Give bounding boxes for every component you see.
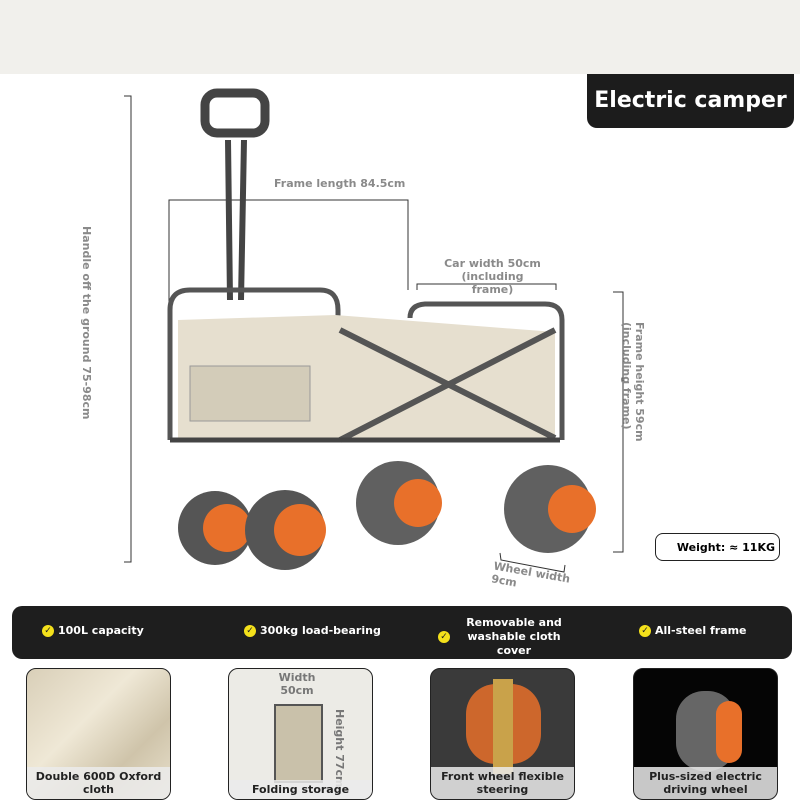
card-folding-storage: Width 50cm Height 77cm Folding storage [228, 668, 373, 800]
check-icon: ✓ [639, 624, 651, 637]
wheel-hub-image [716, 701, 742, 763]
bearing-image [493, 679, 513, 774]
page-title: Electric camper [587, 74, 794, 128]
folded-wagon-image [274, 704, 323, 783]
feature-item: ✓ 300kg load-bearing [244, 624, 381, 637]
feature-item: ✓ All-steel frame [639, 624, 747, 637]
wheel [356, 461, 442, 545]
car-width-label: Car width 50cm (including frame) [440, 257, 545, 296]
feature-item: ✓ Removable and washable cloth cover [438, 616, 574, 658]
feature-label: 100L capacity [58, 624, 144, 637]
features-band: ✓ 100L capacity ✓ 300kg load-bearing ✓ Remo… [12, 606, 792, 659]
weight-badge: Weight: ≈ 11KG [655, 533, 780, 561]
wheel [245, 490, 326, 570]
card-caption: Front wheel flexible steering [431, 767, 574, 799]
dimension-lines [124, 95, 624, 573]
frame-height-label: Frame height 59cm (including frame) [620, 322, 646, 442]
feature-label: 300kg load-bearing [260, 624, 381, 637]
wheel [504, 465, 596, 553]
feature-label: Removable and washable cloth cover [466, 616, 562, 657]
handle-height-label: Handle off the ground 75-98cm [80, 226, 93, 420]
card-driving-wheel: Plus-sized electric driving wheel [633, 668, 778, 800]
frame-length-label: Frame length 84.5cm [274, 177, 406, 190]
card-caption: Plus-sized electric driving wheel [634, 767, 777, 799]
car-width-line2: (including frame) [461, 270, 524, 296]
top-banner [0, 0, 800, 74]
feature-label: All-steel frame [655, 624, 747, 637]
folded-width-label: Width 50cm [278, 671, 316, 697]
car-width-line1: Car width 50cm [444, 257, 541, 270]
wheel [178, 491, 252, 565]
check-icon: ✓ [42, 624, 54, 637]
check-icon: ✓ [244, 624, 256, 637]
check-icon: ✓ [438, 631, 450, 643]
card-front-wheel: Front wheel flexible steering [430, 668, 575, 800]
feature-item: ✓ 100L capacity [42, 624, 144, 637]
folded-height-label: Height 77cm [333, 709, 346, 788]
card-oxford-cloth: Double 600D Oxford cloth [26, 668, 171, 800]
card-caption: Folding storage [229, 780, 372, 799]
wagon-illustration [167, 88, 596, 570]
card-caption: Double 600D Oxford cloth [27, 767, 170, 799]
